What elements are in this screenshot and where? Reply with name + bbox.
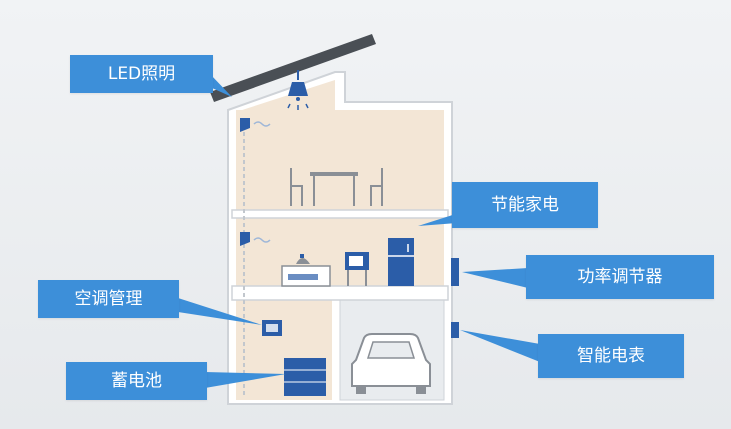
label-aircon-management: 空调管理 — [38, 280, 179, 318]
microwave-window — [349, 256, 363, 266]
label-smart-meter-text: 智能电表 — [577, 345, 645, 366]
label-appliances-text: 节能家电 — [491, 194, 559, 215]
pointer-smart-meter — [460, 330, 540, 362]
battery-icon — [284, 358, 326, 396]
floor-slab-2 — [231, 285, 449, 301]
refrigerator-icon — [388, 238, 414, 286]
aircon-unit-icon — [240, 232, 250, 246]
label-power-regulator-text: 功率调节器 — [577, 266, 663, 287]
attic-fill — [236, 80, 335, 112]
pointer-battery — [205, 372, 286, 388]
car-windshield — [366, 341, 416, 359]
aircon-unit-icon — [240, 118, 250, 132]
airflow-icon — [253, 121, 271, 127]
label-battery: 蓄电池 — [66, 362, 207, 400]
label-energy-saving-appliances: 节能家电 — [452, 182, 598, 228]
pointer-led — [210, 74, 232, 97]
power-regulator-device-icon — [451, 258, 459, 286]
label-smart-meter: 智能电表 — [538, 334, 684, 378]
room-upper-floor — [236, 110, 444, 212]
controller-screen — [266, 324, 278, 332]
label-aircon-text: 空调管理 — [74, 288, 143, 309]
led-lamp-icon — [288, 82, 308, 96]
label-led-lighting: LED照明 — [70, 55, 213, 93]
car-wheel — [356, 386, 366, 394]
lamp-bulb-icon — [296, 97, 300, 101]
pointer-aircon — [178, 298, 262, 325]
smart-meter-device-icon — [451, 322, 459, 338]
lamp-ray-icon — [287, 103, 291, 109]
cooker-knob — [300, 254, 304, 258]
table-icon — [310, 172, 358, 176]
chair-left-icon — [290, 168, 303, 206]
counter-panel — [288, 274, 318, 280]
roof-beam — [210, 34, 376, 102]
chair-right-icon — [370, 168, 383, 206]
label-battery-text: 蓄电池 — [111, 370, 162, 391]
car-wheel — [416, 386, 426, 394]
airflow-icon — [253, 237, 271, 243]
pointer-power-regulator — [462, 268, 528, 288]
label-led-text: LED照明 — [107, 63, 176, 84]
floor-slab-1 — [231, 209, 449, 219]
label-power-regulator: 功率调节器 — [526, 255, 714, 299]
rice-cooker-icon — [296, 258, 310, 264]
lamp-ray-icon — [305, 103, 309, 109]
